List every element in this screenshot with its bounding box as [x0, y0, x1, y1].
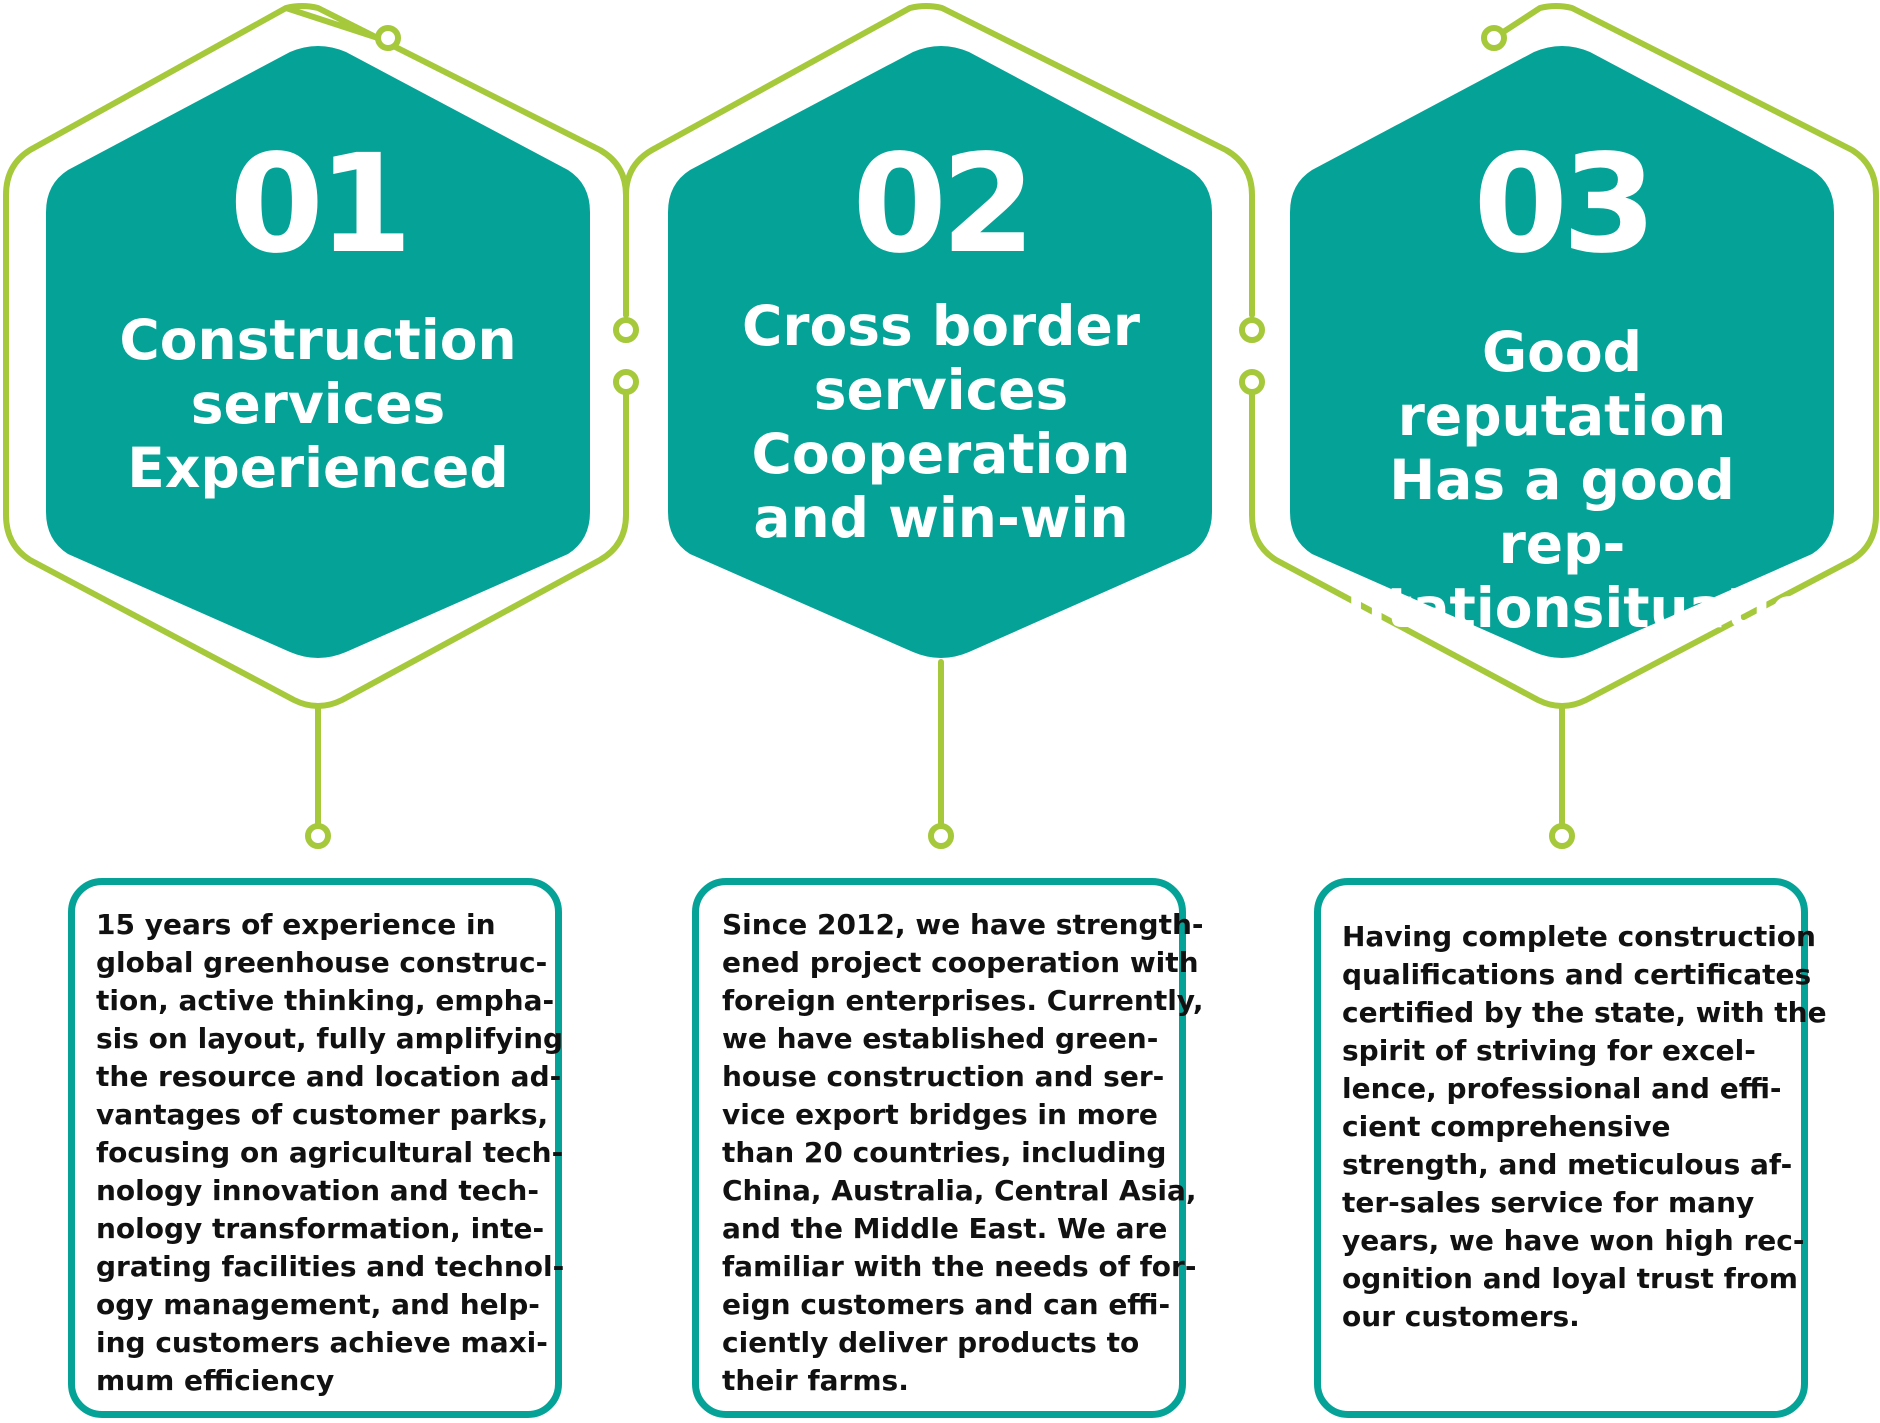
hexagon-title-line: services: [813, 358, 1069, 422]
connector-dot-left-a: [613, 317, 639, 343]
description-line: strength, and meticulous af-: [1342, 1148, 1793, 1181]
description-line: foreign enterprises. Currently,: [722, 984, 1204, 1017]
description-line: tion, active thinking, empha-: [96, 984, 555, 1017]
hexagon-title-line: Cross border: [742, 294, 1140, 358]
description-text-2: Since 2012, we have strength- ened proje…: [722, 906, 1204, 1400]
hexagon-title-line: services: [190, 372, 446, 436]
description-line: nology innovation and tech-: [96, 1174, 539, 1207]
description-line: vice export bridges in more: [722, 1098, 1158, 1131]
description-line: ened project cooperation with: [722, 946, 1199, 979]
description-text-1: 15 years of experience in global greenho…: [96, 906, 564, 1400]
hexagon-title-line: Good reputation: [1397, 320, 1727, 448]
hexagon-title-line: and win-win: [753, 486, 1129, 550]
connector-dot-top-3: [1481, 25, 1507, 51]
connector-dot-bottom-2: [928, 823, 954, 849]
description-card-1: [68, 878, 562, 1418]
description-line: our customers.: [1342, 1300, 1580, 1333]
description-line: grating facilities and technol-: [96, 1250, 565, 1283]
description-line: ogy management, and help-: [96, 1288, 540, 1321]
hexagon-title-line: Experienced: [127, 436, 509, 500]
hexagon-number-1: 01: [229, 126, 412, 284]
description-line: sis on layout, fully amplifying: [96, 1022, 564, 1055]
hexagon-number-3: 03: [1473, 126, 1656, 284]
description-line: mum efficiency: [96, 1364, 335, 1397]
hexagon-title-line: Construction: [119, 308, 517, 372]
hexagon-title-line: Has a good rep-: [1389, 448, 1735, 576]
description-line: spirit of striving for excel-: [1342, 1034, 1756, 1067]
description-line: cient comprehensive: [1342, 1110, 1671, 1143]
description-line: 15 years of experience in: [96, 908, 496, 941]
description-line: than 20 countries, including: [722, 1136, 1167, 1169]
description-line: their farms.: [722, 1364, 909, 1397]
description-line: China, Australia, Central Asia,: [722, 1174, 1197, 1207]
description-line: ing customers achieve maxi-: [96, 1326, 548, 1359]
description-card-2: [692, 878, 1186, 1418]
hexagon-outline-3: [1249, 3, 1879, 709]
description-line: we have established green-: [722, 1022, 1159, 1055]
hexagon-outline-2: [623, 3, 1255, 318]
hexagon-title-line: utationsituation: [1347, 576, 1848, 640]
connector-dot-bottom-1: [305, 823, 331, 849]
hexagon-title-1: Construction services Experienced: [103, 308, 533, 500]
description-line: Having complete construction: [1342, 920, 1816, 953]
connector-dot-top-1: [375, 25, 401, 51]
description-line: certified by the state, with the: [1342, 996, 1827, 1029]
description-line: global greenhouse construc-: [96, 946, 548, 979]
description-line: ter-sales service for many: [1342, 1186, 1755, 1219]
connector-dot-bottom-3: [1549, 823, 1575, 849]
hexagon-2: [668, 46, 1212, 658]
description-line: lence, professional and effi-: [1342, 1072, 1782, 1105]
description-line: eign customers and can effi-: [722, 1288, 1171, 1321]
description-line: and the Middle East. We are: [722, 1212, 1168, 1245]
description-line: the resource and location ad-: [96, 1060, 562, 1093]
description-line: Since 2012, we have strength-: [722, 908, 1204, 941]
description-line: years, we have won high rec-: [1342, 1224, 1805, 1257]
description-line: vantages of customer parks,: [96, 1098, 549, 1131]
description-line: qualifications and certificates: [1342, 958, 1812, 991]
connector-dot-left-b: [613, 369, 639, 395]
hexagon-number-2: 02: [852, 126, 1035, 284]
connector-dot-right-b: [1239, 369, 1265, 395]
description-line: nology transformation, inte-: [96, 1212, 545, 1245]
hexagon-title-3: Good reputation Has a good rep- utations…: [1347, 320, 1848, 640]
hexagon-title-line: Cooperation: [751, 422, 1131, 486]
description-text-3: Having complete construction qualificati…: [1342, 918, 1827, 1336]
connector-dot-right-a: [1239, 317, 1265, 343]
description-line: ciently deliver products to: [722, 1326, 1140, 1359]
description-line: house construction and ser-: [722, 1060, 1165, 1093]
hexagon-1: [46, 46, 590, 658]
hexagon-3: [1290, 46, 1834, 658]
description-line: ognition and loyal trust from: [1342, 1262, 1798, 1295]
description-line: focusing on agricultural tech-: [96, 1136, 564, 1169]
hexagon-title-2: Cross border services Cooperation and wi…: [726, 294, 1156, 550]
description-card-3: [1314, 878, 1808, 1418]
description-line: familiar with the needs of for-: [722, 1250, 1197, 1283]
